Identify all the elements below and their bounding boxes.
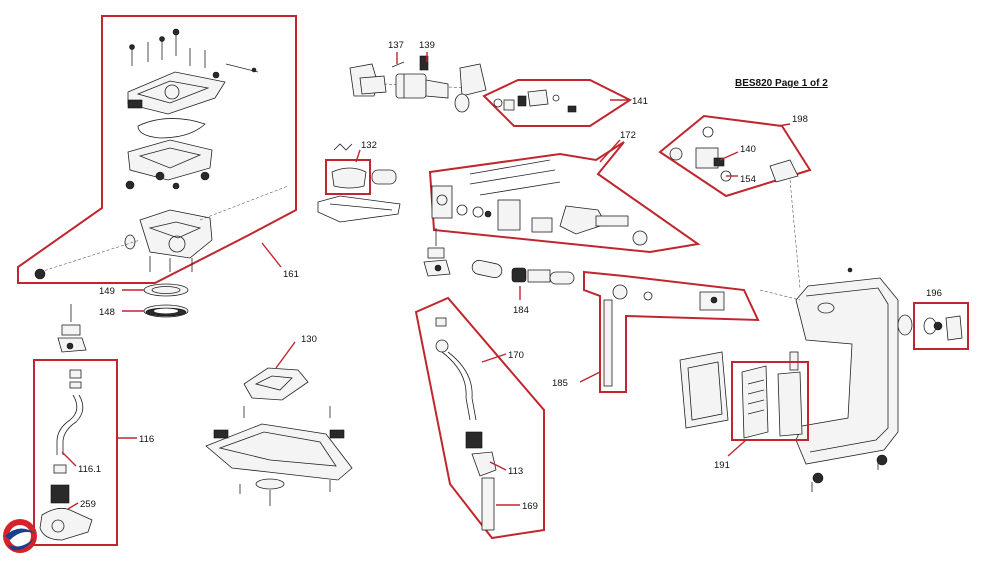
middle-plate	[127, 139, 213, 181]
callout-116-1: 116.1	[78, 464, 101, 475]
steam-valve-mid	[423, 228, 451, 277]
main-housing	[759, 179, 899, 492]
callout-154: 154	[740, 174, 756, 185]
callout-169: 169	[522, 501, 538, 512]
callout-137: 137	[388, 40, 404, 51]
callout-259: 259	[80, 499, 96, 510]
callout-113: 113	[508, 466, 523, 477]
callout-196: 196	[926, 288, 942, 299]
group-196: 196	[897, 288, 969, 350]
base-chassis-130: 130	[205, 334, 353, 506]
callout-140: 140	[740, 144, 756, 155]
group-191-outline	[731, 361, 809, 441]
group-198-outline	[658, 114, 812, 198]
drip-tray-130	[243, 367, 309, 401]
group-198: 140 154 198	[658, 114, 812, 198]
group-185-outline	[583, 270, 760, 393]
thermoblock-132: 132	[317, 140, 401, 223]
rings-149-148: 149 148	[99, 283, 189, 318]
chassis-frame	[205, 423, 353, 481]
group-161-outline	[17, 15, 297, 284]
callout-149: 149	[99, 286, 115, 297]
callout-170: 170	[508, 350, 524, 361]
pump-assembly-139: 137 139	[349, 40, 487, 113]
group-196-outline	[913, 302, 969, 350]
callout-139: 139	[419, 40, 435, 51]
brand-logo-icon	[3, 519, 37, 553]
group-185: 185	[552, 270, 760, 393]
callout-148: 148	[99, 307, 115, 318]
callout-184: 184	[513, 305, 529, 316]
steam-valve-small	[57, 304, 87, 353]
group-170: 170 113 169	[414, 296, 545, 540]
group-172: 172	[428, 130, 701, 254]
callout-130: 130	[301, 334, 317, 345]
pump-body	[139, 209, 213, 259]
group-170-outline	[414, 296, 545, 540]
housing-body	[795, 277, 899, 465]
callout-161: 161	[283, 269, 299, 280]
callout-198: 198	[792, 114, 808, 125]
group-191: 191	[679, 351, 809, 471]
callout-172: 172	[620, 130, 636, 141]
top-plate	[127, 71, 226, 115]
callout-132: 132	[361, 140, 377, 151]
group-172-outline	[428, 141, 701, 254]
group-141: 141	[482, 79, 648, 127]
group-132-outline	[325, 159, 371, 195]
tube-184: 184	[471, 259, 575, 316]
side-panel	[679, 351, 729, 429]
callout-141: 141	[632, 96, 648, 107]
group-116: 116 116.1 259	[33, 359, 154, 546]
page-title: BES820 Page 1 of 2	[735, 78, 828, 89]
group-116-outline	[33, 359, 118, 546]
group-161: 161	[17, 15, 299, 284]
callout-116: 116	[139, 434, 154, 445]
callout-191: 191	[714, 460, 730, 471]
callout-185: 185	[552, 378, 568, 389]
